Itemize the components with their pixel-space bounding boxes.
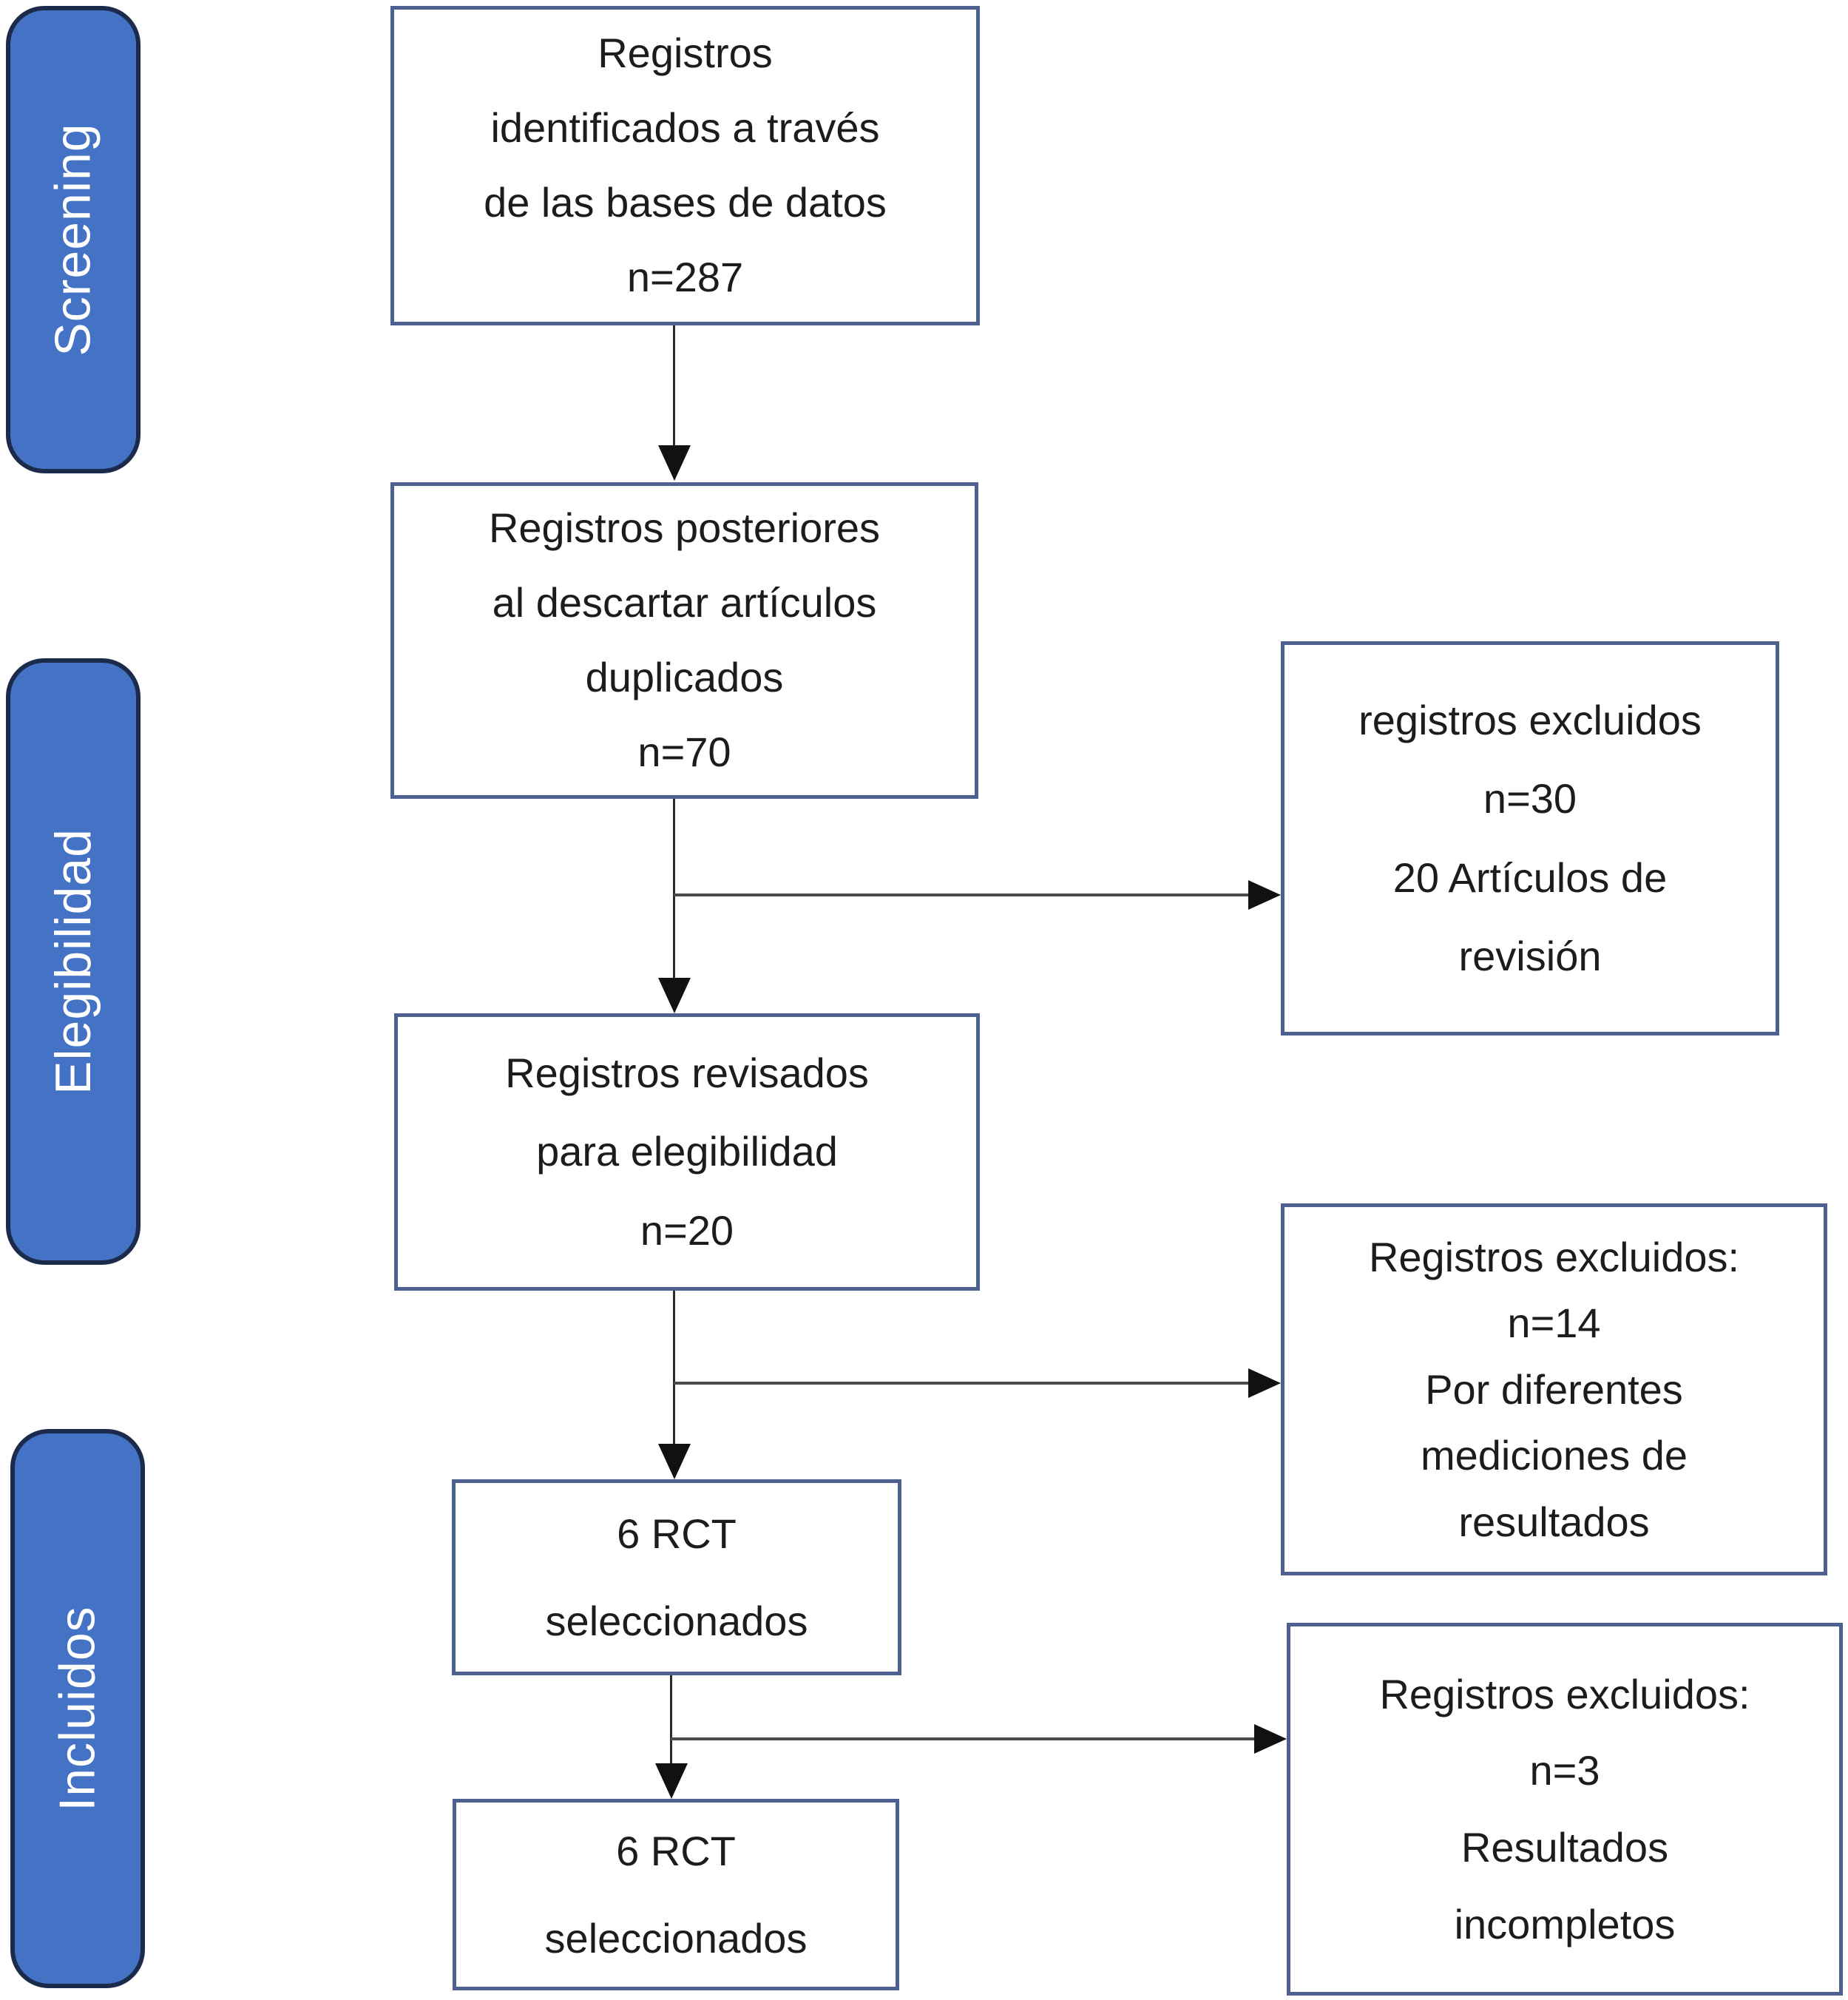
flow-box-rct-seleccionados-1: 6 RCT seleccionados (452, 1479, 901, 1675)
exclusion-box-n3-text: Registros excluidos: n=3 Resultados inco… (1379, 1670, 1750, 1947)
stage-label-incluidos-text: Incluidos (50, 1606, 106, 1811)
stage-label-elegibilidad-text: Elegibilidad (45, 828, 101, 1095)
arrow-down-4-head-icon (655, 1763, 688, 1799)
flow-box-sin-duplicados-text: Registros posteriores al descartar artíc… (488, 504, 881, 775)
exclusion-box-n14-text: Registros excluidos: n=14 Por diferentes… (1368, 1233, 1740, 1545)
arrow-down-1-head-icon (658, 445, 691, 481)
arrow-down-3-line (673, 1291, 675, 1446)
arrow-down-3-head-icon (658, 1444, 691, 1479)
arrow-branch-3-head-icon (1254, 1724, 1287, 1754)
stage-label-incluidos: Incluidos (10, 1429, 145, 1988)
arrow-down-2-head-icon (658, 978, 691, 1013)
flow-box-rct-seleccionados-2: 6 RCT seleccionados (453, 1799, 899, 1990)
flow-box-revisados: Registros revisados para elegibilidad n=… (394, 1013, 980, 1291)
flow-box-sin-duplicados: Registros posteriores al descartar artíc… (390, 482, 978, 799)
arrow-down-1-line (673, 325, 675, 447)
exclusion-box-n14: Registros excluidos: n=14 Por diferentes… (1281, 1203, 1827, 1575)
exclusion-box-n30-text: registros excluidos n=30 20 Artículos de… (1358, 696, 1702, 979)
arrow-branch-1-head-icon (1248, 880, 1281, 910)
flow-box-identificados: Registros identificados a través de las … (390, 6, 980, 325)
stage-label-screening-text: Screening (45, 123, 102, 357)
flow-box-rct-seleccionados-2-text: 6 RCT seleccionados (544, 1827, 808, 1962)
stage-label-elegibilidad: Elegibilidad (6, 658, 141, 1265)
flow-box-revisados-text: Registros revisados para elegibilidad n=… (505, 1049, 869, 1254)
flow-box-rct-seleccionados-1-text: 6 RCT seleccionados (545, 1510, 808, 1644)
arrow-branch-2-line (674, 1382, 1250, 1385)
arrow-branch-1-line (674, 893, 1250, 896)
arrow-down-4-line (670, 1675, 672, 1766)
stage-label-screening: Screening (6, 6, 141, 473)
arrow-branch-2-head-icon (1248, 1368, 1281, 1398)
flow-box-identificados-text: Registros identificados a través de las … (484, 30, 887, 300)
exclusion-box-n3: Registros excluidos: n=3 Resultados inco… (1287, 1623, 1843, 1996)
exclusion-box-n30: registros excluidos n=30 20 Artículos de… (1281, 641, 1779, 1036)
arrow-branch-3-line (671, 1737, 1256, 1740)
arrow-down-2-line (673, 799, 675, 980)
